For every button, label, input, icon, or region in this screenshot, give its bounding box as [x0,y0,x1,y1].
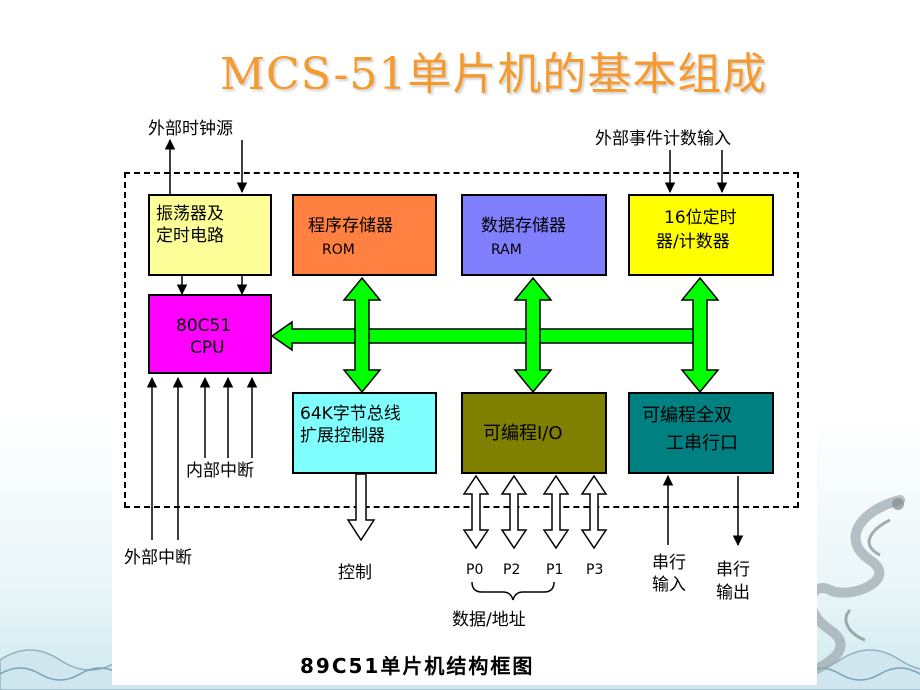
oscillator-label-2: 定时电路 [156,226,224,246]
external-event-label: 外部事件计数输入 [595,129,731,149]
cpu-label-1: 80C51 [176,316,232,336]
timer-block: 16位定时 器/计数器 [628,194,774,276]
serial-in-label-1: 串行 [652,553,686,573]
timer-label-1: 16位定时 [664,208,737,228]
bus-horizontal [270,320,701,352]
external-interrupt-label: 外部中断 [124,548,192,568]
diagram-caption: 89C51单片机结构框图 [300,654,535,678]
port-p0-label: P0 [466,562,484,578]
program-memory-block: 程序存储器 ROM [292,194,437,276]
port-p3-label: P3 [586,562,604,578]
port-p1-label: P1 [546,562,564,578]
data-address-label: 数据/地址 [452,610,526,630]
oscillator-block: 振荡器及 定时电路 [148,194,272,276]
serial-out-label-1: 串行 [716,560,750,580]
control-label: 控制 [338,563,372,583]
rom-label: ROM [322,242,355,258]
timer-label-2: 器/计数器 [656,232,730,252]
external-clock-label: 外部时钟源 [148,119,233,139]
bus-controller-label-2: 扩展控制器 [300,426,385,446]
oscillator-label-1: 振荡器及 [156,204,224,224]
serial-in-label-2: 输入 [652,575,686,595]
cpu-block: 80C51 CPU [148,294,272,374]
data-address-brace [471,581,555,601]
serial-block: 可编程全双 工串行口 [628,392,774,474]
program-memory-label: 程序存储器 [308,216,393,236]
data-memory-block: 数据存储器 RAM [461,194,607,276]
port-p2-label: P2 [503,562,521,578]
serial-out-label-2: 输出 [716,583,750,603]
io-label: 可编程I/O [483,423,563,444]
cpu-label-2: CPU [190,338,225,358]
bus-controller-block: 64K字节总线 扩展控制器 [292,392,437,474]
bus-controller-label-1: 64K字节总线 [300,404,401,424]
serial-label-1: 可编程全双 [642,405,732,426]
port-p3-arrow [580,474,608,550]
port-p0-arrow [462,474,490,550]
port-p1-arrow [542,474,570,550]
port-p2-arrow [500,474,528,550]
dragon-decoration [785,495,905,685]
io-block: 可编程I/O [461,392,607,474]
ram-label: RAM [491,242,522,258]
chip-boundary [124,172,799,508]
serial-label-2: 工串行口 [666,433,738,454]
slide-title: MCS-51单片机的基本组成 [220,49,768,100]
control-arrow [346,473,376,542]
internal-interrupt-label: 内部中断 [186,461,254,481]
data-memory-label: 数据存储器 [481,216,566,236]
